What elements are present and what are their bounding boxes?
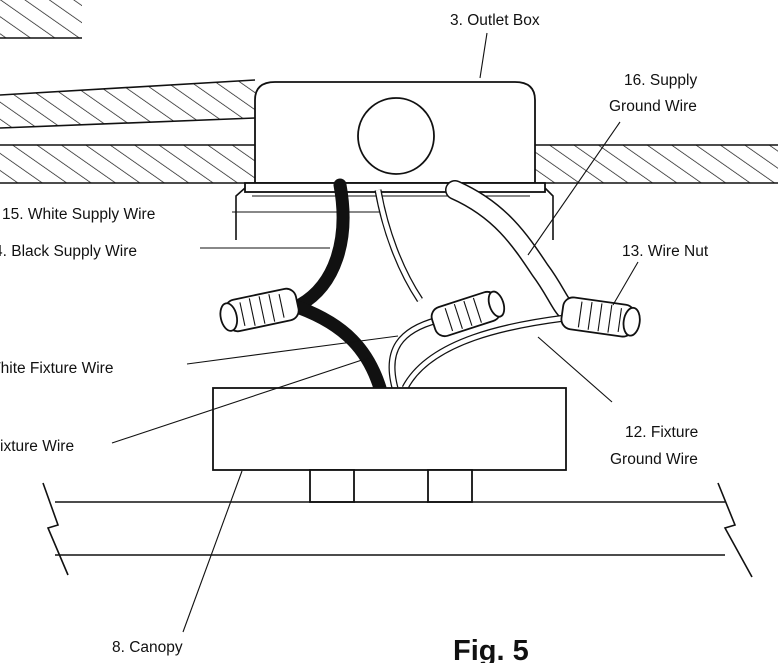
label-white-fixture-wire: White Fixture Wire: [0, 360, 113, 377]
ceiling: [0, 144, 778, 184]
leader-lines: [111, 32, 639, 633]
supply-ground-wire: [445, 180, 578, 322]
black-supply-wire: [293, 178, 350, 312]
label-fixture-ground-line1: 12. Fixture: [625, 424, 698, 441]
label-black-fixture-wire: ixture Wire: [0, 438, 74, 455]
canopy-stem: [309, 469, 473, 503]
break-mark-right: [717, 482, 753, 578]
white-supply-wire: [374, 189, 423, 302]
outlet-box: [254, 81, 536, 184]
figure-label: Fig. 5: [453, 635, 529, 663]
black-fixture-wire: [293, 301, 387, 395]
knockout-circle: [357, 97, 435, 175]
mounting-strap: [235, 182, 554, 240]
label-supply-ground-line1: 16. Supply: [624, 72, 697, 89]
label-canopy: 8. Canopy: [112, 639, 183, 656]
label-wire-nut: 13. Wire Nut: [622, 243, 709, 260]
supply-cable: [0, 79, 256, 129]
wire-nut-right: [560, 296, 641, 338]
label-fixture-ground-line2: Ground Wire: [610, 451, 698, 468]
label-supply-ground-line2: Ground Wire: [609, 98, 697, 115]
fixture-ground-wire: [401, 314, 566, 390]
white-fixture-wire: [388, 316, 439, 389]
break-mark-left: [42, 482, 69, 576]
label-black-supply-wire: 4. Black Supply Wire: [0, 243, 137, 260]
wire-nut-left: [219, 287, 300, 333]
fixture-body: [42, 482, 753, 578]
ceiling-hatch-fragment: [0, 0, 82, 39]
label-white-supply-wire: 15. White Supply Wire: [2, 206, 155, 223]
wire-nut-middle: [430, 290, 506, 338]
label-outlet-box: 3. Outlet Box: [450, 12, 540, 29]
canopy: [212, 387, 567, 471]
